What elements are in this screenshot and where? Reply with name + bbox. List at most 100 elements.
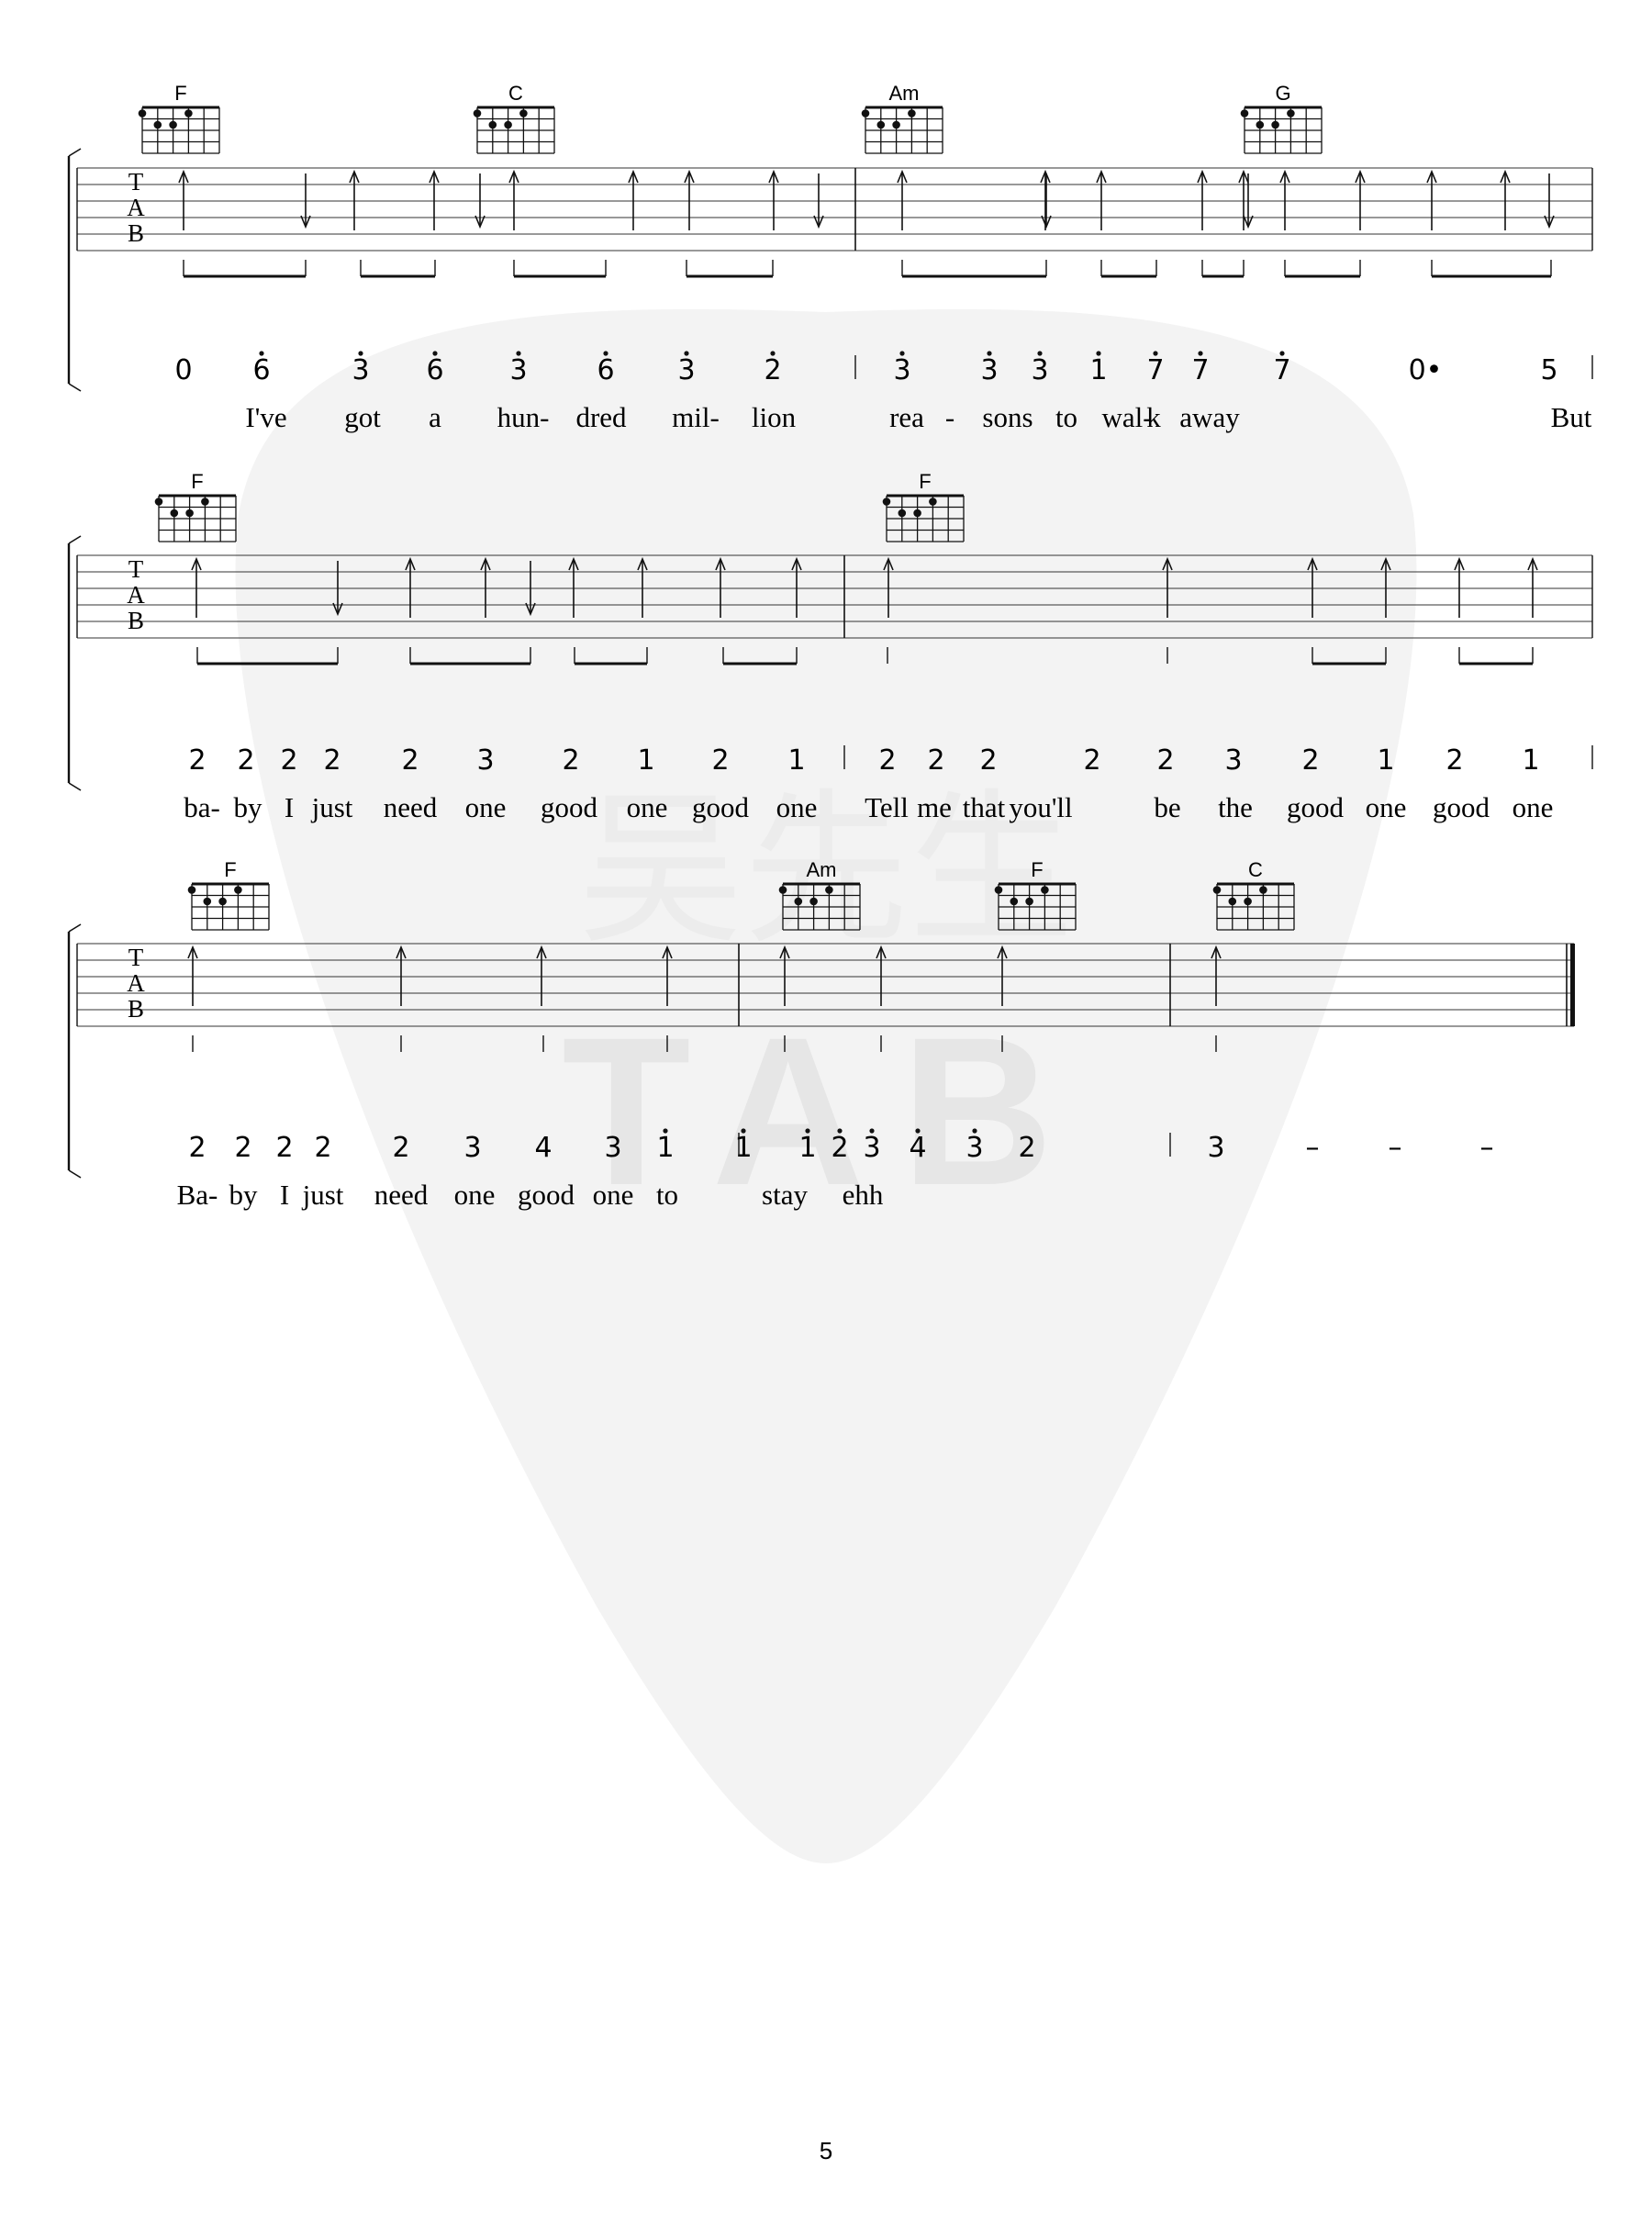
octave-dot bbox=[1096, 351, 1101, 356]
tab-label-A: A bbox=[127, 581, 145, 609]
jianpu-note: 2 bbox=[1083, 744, 1100, 777]
lyric-word: good bbox=[692, 791, 750, 823]
jianpu-note: 2 bbox=[711, 744, 729, 777]
lyric-word: sons bbox=[982, 401, 1032, 433]
jianpu-note: 1 bbox=[798, 1132, 816, 1164]
lyric-word: good bbox=[541, 791, 598, 823]
lyric-word: rea bbox=[889, 401, 924, 433]
jianpu-note: 2 bbox=[1018, 1132, 1035, 1164]
lyric-word: Tell bbox=[865, 791, 909, 823]
jianpu-note: 2 bbox=[234, 1132, 251, 1164]
page-number: 5 bbox=[820, 2137, 832, 2164]
chord-diagram-G: G bbox=[1240, 82, 1323, 154]
jianpu-note: 2 bbox=[401, 744, 419, 777]
lyric-word: dred bbox=[575, 401, 627, 433]
jianpu-note: 2 bbox=[237, 744, 254, 777]
jianpu-note: 6 bbox=[426, 354, 443, 386]
jianpu-note: 3 bbox=[1207, 1132, 1224, 1164]
jianpu-note: 2 bbox=[280, 744, 297, 777]
octave-dot bbox=[516, 351, 521, 356]
tab-label-B: B bbox=[128, 219, 144, 247]
lyric-word: one bbox=[454, 1179, 496, 1211]
lyric-word: me bbox=[917, 791, 952, 823]
jianpu-note: – bbox=[1480, 1132, 1494, 1164]
lyric-word: a bbox=[429, 401, 441, 433]
jianpu-note: 1 bbox=[1377, 744, 1394, 777]
octave-dot bbox=[358, 351, 363, 356]
lyric-word: that bbox=[963, 791, 1006, 823]
chord-diagram-F: F bbox=[882, 470, 965, 542]
jianpu-note: 2 bbox=[764, 354, 781, 386]
octave-dot bbox=[1037, 351, 1043, 356]
lyric-word: the bbox=[1218, 791, 1253, 823]
jianpu-note: 3 bbox=[1224, 744, 1242, 777]
jianpu-note: 2 bbox=[392, 1132, 409, 1164]
jianpu-note: 3 bbox=[863, 1132, 880, 1164]
lyric-word: one bbox=[1366, 791, 1407, 823]
lyric-word: just bbox=[302, 1179, 344, 1211]
octave-dot bbox=[432, 351, 438, 356]
lyric-word: one bbox=[593, 1179, 634, 1211]
watermark-brand: 吴先生 bbox=[578, 775, 1074, 967]
jianpu-note: 3 bbox=[1031, 354, 1048, 386]
jianpu-note: 0• bbox=[1409, 354, 1443, 386]
octave-dot bbox=[1153, 351, 1158, 356]
chord-name: C bbox=[1248, 858, 1263, 881]
lyric-word: to bbox=[656, 1179, 678, 1211]
octave-dot bbox=[1198, 351, 1203, 356]
octave-dot bbox=[259, 351, 264, 356]
jianpu-note: 3 bbox=[604, 1132, 621, 1164]
tab-label-T: T bbox=[128, 555, 144, 583]
lyric-word: one bbox=[627, 791, 668, 823]
lyric-word: stay bbox=[762, 1179, 808, 1211]
lyric-word: k bbox=[1146, 401, 1161, 433]
chord-diagram-F: F bbox=[994, 858, 1077, 931]
lyric-word: to bbox=[1055, 401, 1077, 433]
jianpu-note: 2 bbox=[831, 1132, 848, 1164]
jianpu-note: 3 bbox=[476, 744, 494, 777]
tab-label-B: B bbox=[128, 607, 144, 634]
lyric-word: by bbox=[229, 1179, 259, 1211]
jianpu-note: 2 bbox=[878, 744, 896, 777]
chord-name: F bbox=[919, 470, 931, 493]
chord-diagram-C: C bbox=[473, 82, 555, 154]
lyric-word: need bbox=[374, 1179, 429, 1211]
octave-dot bbox=[837, 1128, 843, 1134]
jianpu-note: 7 bbox=[1191, 354, 1209, 386]
lyric-word: hun- bbox=[497, 401, 550, 433]
chord-diagram-C: C bbox=[1212, 858, 1295, 931]
chord-diagram-Am: Am bbox=[861, 82, 943, 154]
jianpu-note: 4 bbox=[909, 1132, 926, 1164]
chord-diagram-F: F bbox=[138, 82, 220, 154]
jianpu-note: 2 bbox=[927, 744, 944, 777]
jianpu-note: 2 bbox=[188, 744, 206, 777]
chord-diagram-F: F bbox=[154, 470, 237, 542]
jianpu-note: 2 bbox=[1301, 744, 1319, 777]
octave-dot bbox=[805, 1128, 810, 1134]
octave-dot bbox=[770, 351, 776, 356]
jianpu-note: 3 bbox=[966, 1132, 983, 1164]
chord-name: Am bbox=[807, 858, 837, 881]
lyric-word: by bbox=[234, 791, 263, 823]
jianpu-note: 3 bbox=[463, 1132, 481, 1164]
jianpu-note: 5 bbox=[1540, 354, 1557, 386]
octave-dot bbox=[899, 351, 905, 356]
jianpu-note: 2 bbox=[979, 744, 997, 777]
tab-label-T: T bbox=[128, 168, 144, 196]
octave-dot bbox=[915, 1128, 921, 1134]
jianpu-note: 7 bbox=[1146, 354, 1164, 386]
octave-dot bbox=[663, 1128, 668, 1134]
jianpu-note: 6 bbox=[252, 354, 270, 386]
watermark-text: TAB bbox=[562, 993, 1090, 1229]
chord-name: G bbox=[1275, 82, 1290, 105]
lyric-word: ehh bbox=[843, 1179, 884, 1211]
lyric-word: need bbox=[384, 791, 438, 823]
octave-dot bbox=[1279, 351, 1285, 356]
jianpu-note: 3 bbox=[509, 354, 527, 386]
chord-name: F bbox=[191, 470, 203, 493]
chord-diagram-F: F bbox=[187, 858, 270, 931]
jianpu-note: 1 bbox=[637, 744, 654, 777]
lyric-word: I bbox=[285, 791, 294, 823]
jianpu-note: 1 bbox=[1522, 744, 1539, 777]
